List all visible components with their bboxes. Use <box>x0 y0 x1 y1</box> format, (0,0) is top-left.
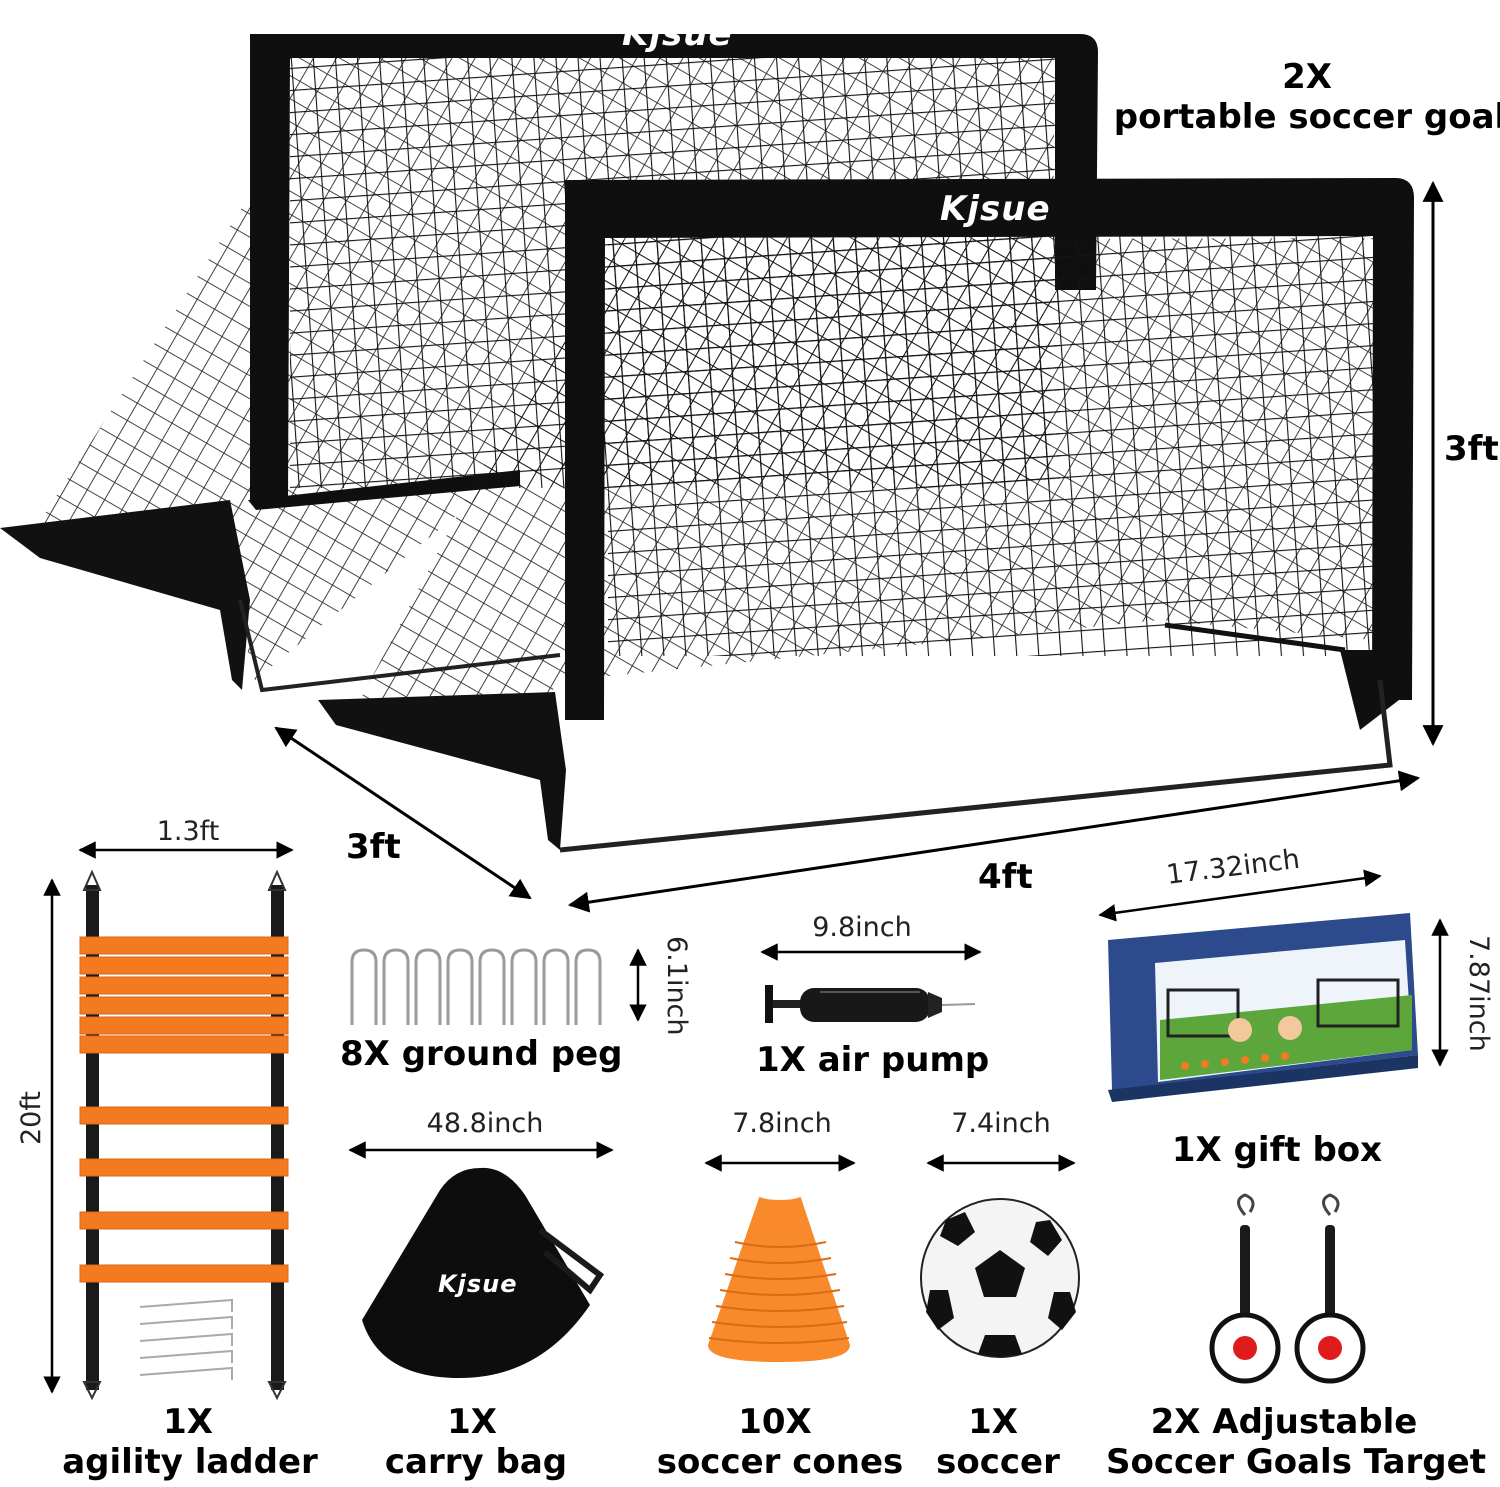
ladder-quantity-label: 1X <box>163 1402 213 1442</box>
ladder-stakes <box>139 1298 233 1380</box>
goal-quantity-label: 2X <box>1282 57 1332 97</box>
goal-name-label: portable soccer goal <box>1113 97 1500 137</box>
cones-name-label: soccer cones <box>656 1442 904 1482</box>
pump-size-label: 9.8inch <box>812 912 912 943</box>
bag-quantity-label: 1X <box>447 1402 497 1442</box>
brand-logo-bag: Kjsue <box>438 1270 518 1298</box>
ball-quantity-label: 1X <box>968 1402 1018 1442</box>
gift-box-height-label: 7.87inch <box>1463 935 1494 1052</box>
cones-quantity-label: 10X <box>738 1402 812 1442</box>
ground-pegs <box>350 948 647 1025</box>
goal-width-label: 4ft <box>978 857 1033 897</box>
peg-size-label: 6.1inch <box>661 936 692 1036</box>
ladder-width-label: 1.3ft <box>156 816 220 847</box>
soccer-cones <box>704 1154 856 1362</box>
goal-targets <box>1209 1193 1366 1384</box>
ball-size-label: 7.4inch <box>951 1108 1051 1139</box>
soccer-ball <box>920 1154 1080 1358</box>
targets-label-line2: Soccer Goals Target <box>1106 1442 1486 1482</box>
peg-caption: 8X ground peg <box>340 1034 623 1074</box>
pump-caption: 1X air pump <box>756 1040 990 1080</box>
target-left <box>1209 1193 1281 1384</box>
brand-logo-front-goal: Kjsue <box>940 189 1051 229</box>
target-right <box>1294 1193 1366 1384</box>
ladder-rungs <box>79 936 289 1283</box>
carry-bag <box>348 1141 614 1378</box>
agility-ladder <box>43 841 294 1401</box>
air-pump <box>760 943 982 1023</box>
bag-size-label: 48.8inch <box>426 1108 544 1139</box>
bag-name-label: carry bag <box>384 1442 568 1482</box>
goal-depth-label: 3ft <box>346 827 401 867</box>
brand-logo-back-goal: Kjsue <box>622 14 733 54</box>
cones-size-label: 7.8inch <box>732 1108 832 1139</box>
ladder-name-label: agility ladder <box>62 1442 318 1482</box>
gift-box <box>1098 869 1449 1102</box>
gift-box-caption: 1X gift box <box>1171 1130 1383 1170</box>
ladder-length-label: 20ft <box>16 1091 47 1145</box>
goal-height-label: 3ft <box>1444 429 1499 469</box>
goal-dimension-arrows <box>274 180 1444 913</box>
ball-name-label: soccer <box>936 1442 1060 1482</box>
targets-label-line1: 2X Adjustable <box>1150 1402 1418 1442</box>
